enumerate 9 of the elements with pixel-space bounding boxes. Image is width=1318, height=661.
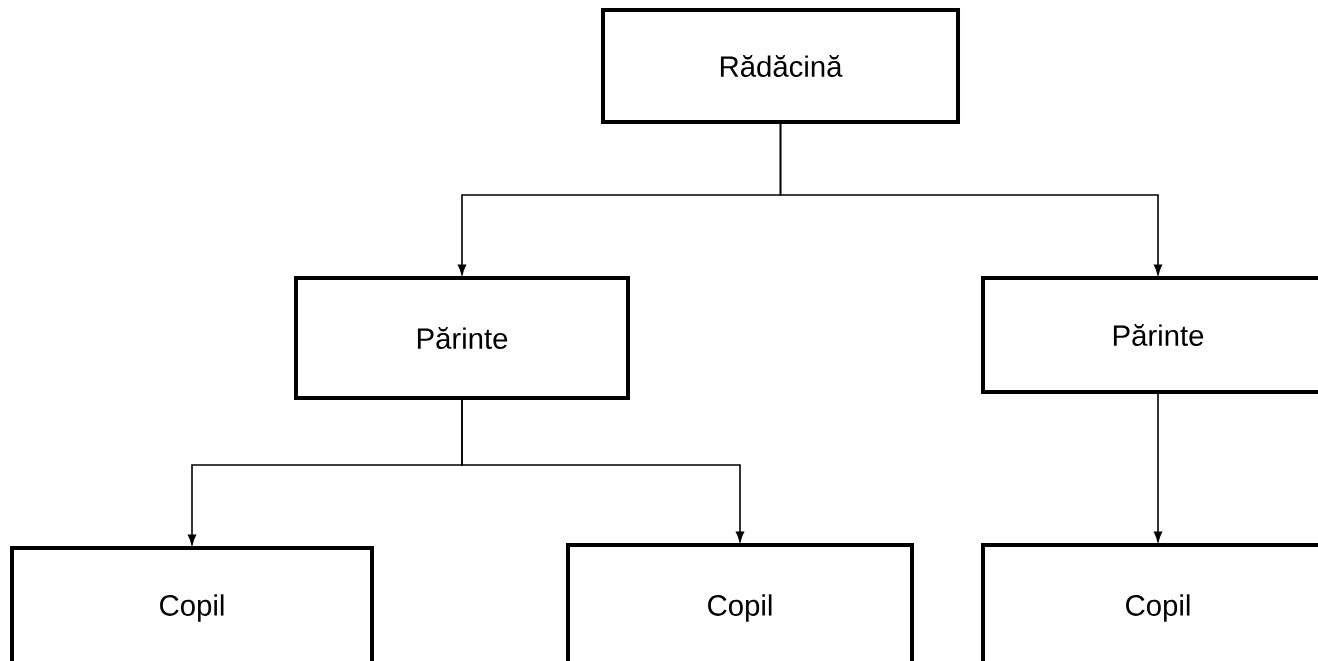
box: Părinte <box>981 276 1318 394</box>
box: Copil <box>981 543 1318 661</box>
box: Rădăcină <box>601 8 960 124</box>
box: Copil <box>10 546 374 661</box>
arrow <box>779 121 1163 275</box>
arrow <box>1153 391 1163 542</box>
box: Părinte <box>294 276 630 400</box>
arrow <box>461 397 745 542</box>
box: Copil <box>566 543 914 661</box>
